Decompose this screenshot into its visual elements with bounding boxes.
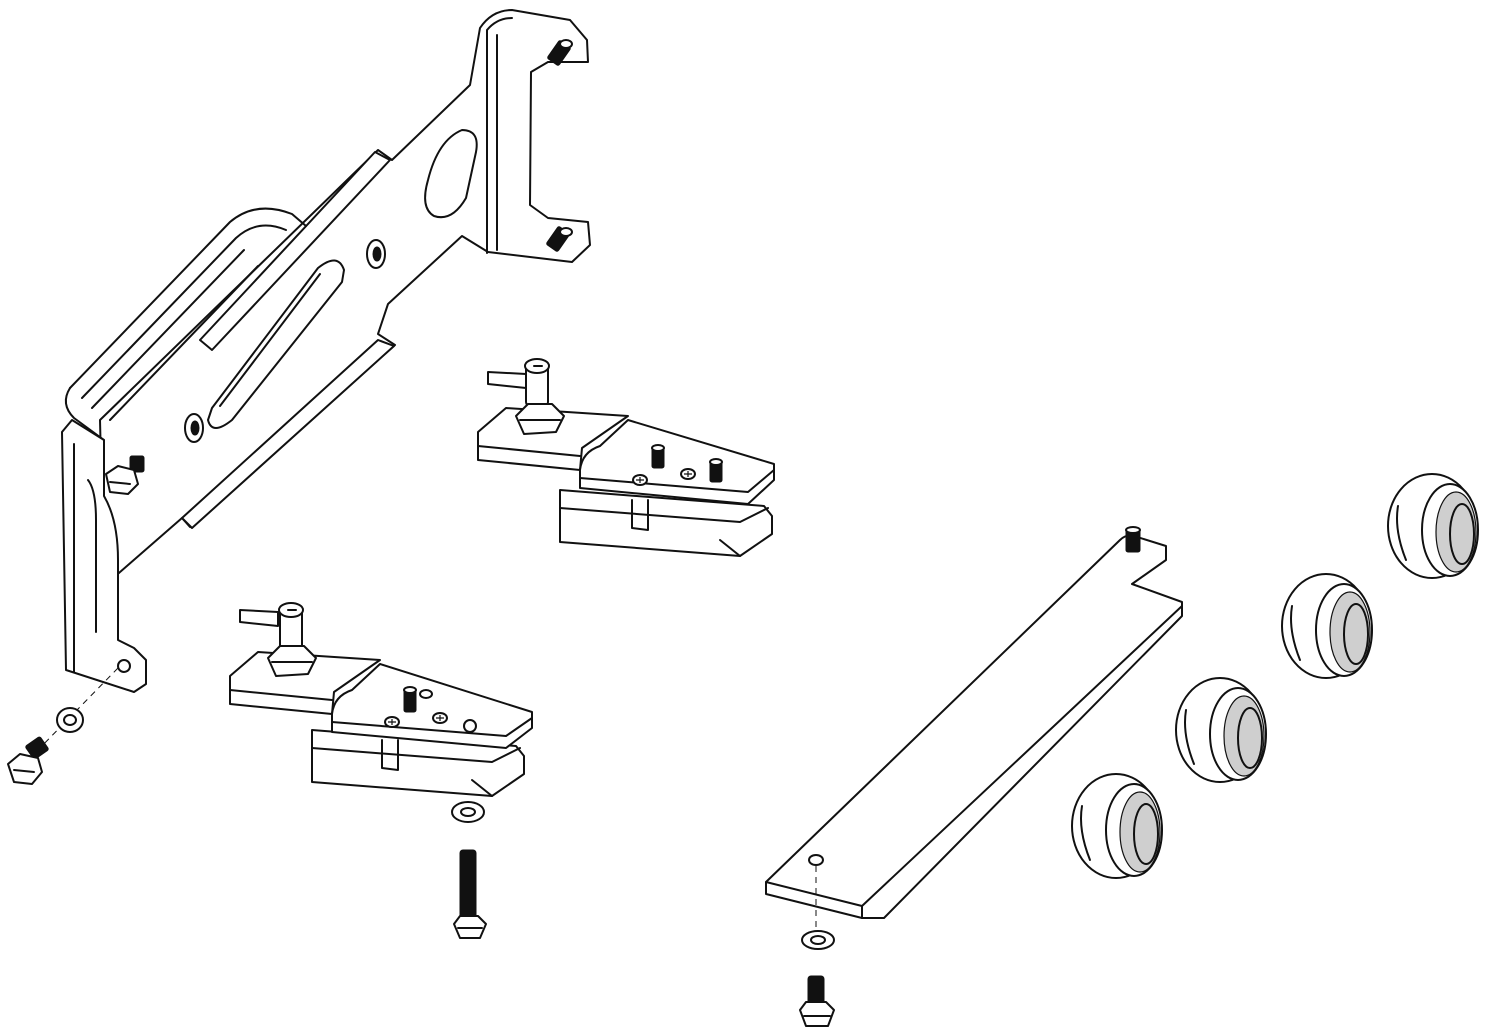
bracket-top-ridge — [199, 151, 391, 351]
washer-clamp — [451, 801, 485, 823]
clamp-block-assembly-upper — [477, 358, 775, 557]
bracket-lower-lip — [181, 339, 395, 529]
threaded-cap-4 — [1387, 473, 1479, 579]
bracket-slot-long — [207, 259, 345, 429]
washer-base — [801, 930, 835, 950]
bracket-stud-bottom — [546, 226, 573, 252]
bracket-screw-b — [184, 413, 204, 443]
hex-bolt-clamp — [453, 849, 487, 939]
bracket-stud-top — [547, 39, 573, 66]
bracket-flange-hole — [117, 659, 131, 673]
hex-bolt-base — [799, 975, 835, 1027]
bracket-side-bolt — [105, 455, 145, 495]
bracket-side-flange — [61, 419, 147, 693]
washer-left — [56, 707, 84, 733]
hex-bolt-left — [7, 736, 49, 785]
threaded-cap-2 — [1175, 677, 1267, 783]
base-plate-hole — [808, 854, 824, 866]
bracket-slot-upper — [424, 129, 478, 219]
clamp-block-assembly-lower — [229, 602, 533, 797]
threaded-cap-3 — [1281, 573, 1373, 679]
bracket-handle-outer — [69, 207, 307, 389]
mounting-bracket — [61, 9, 591, 693]
flat-base-plate — [765, 526, 1183, 919]
bracket-screw-a — [366, 239, 386, 269]
threaded-cap-1 — [1071, 773, 1163, 879]
